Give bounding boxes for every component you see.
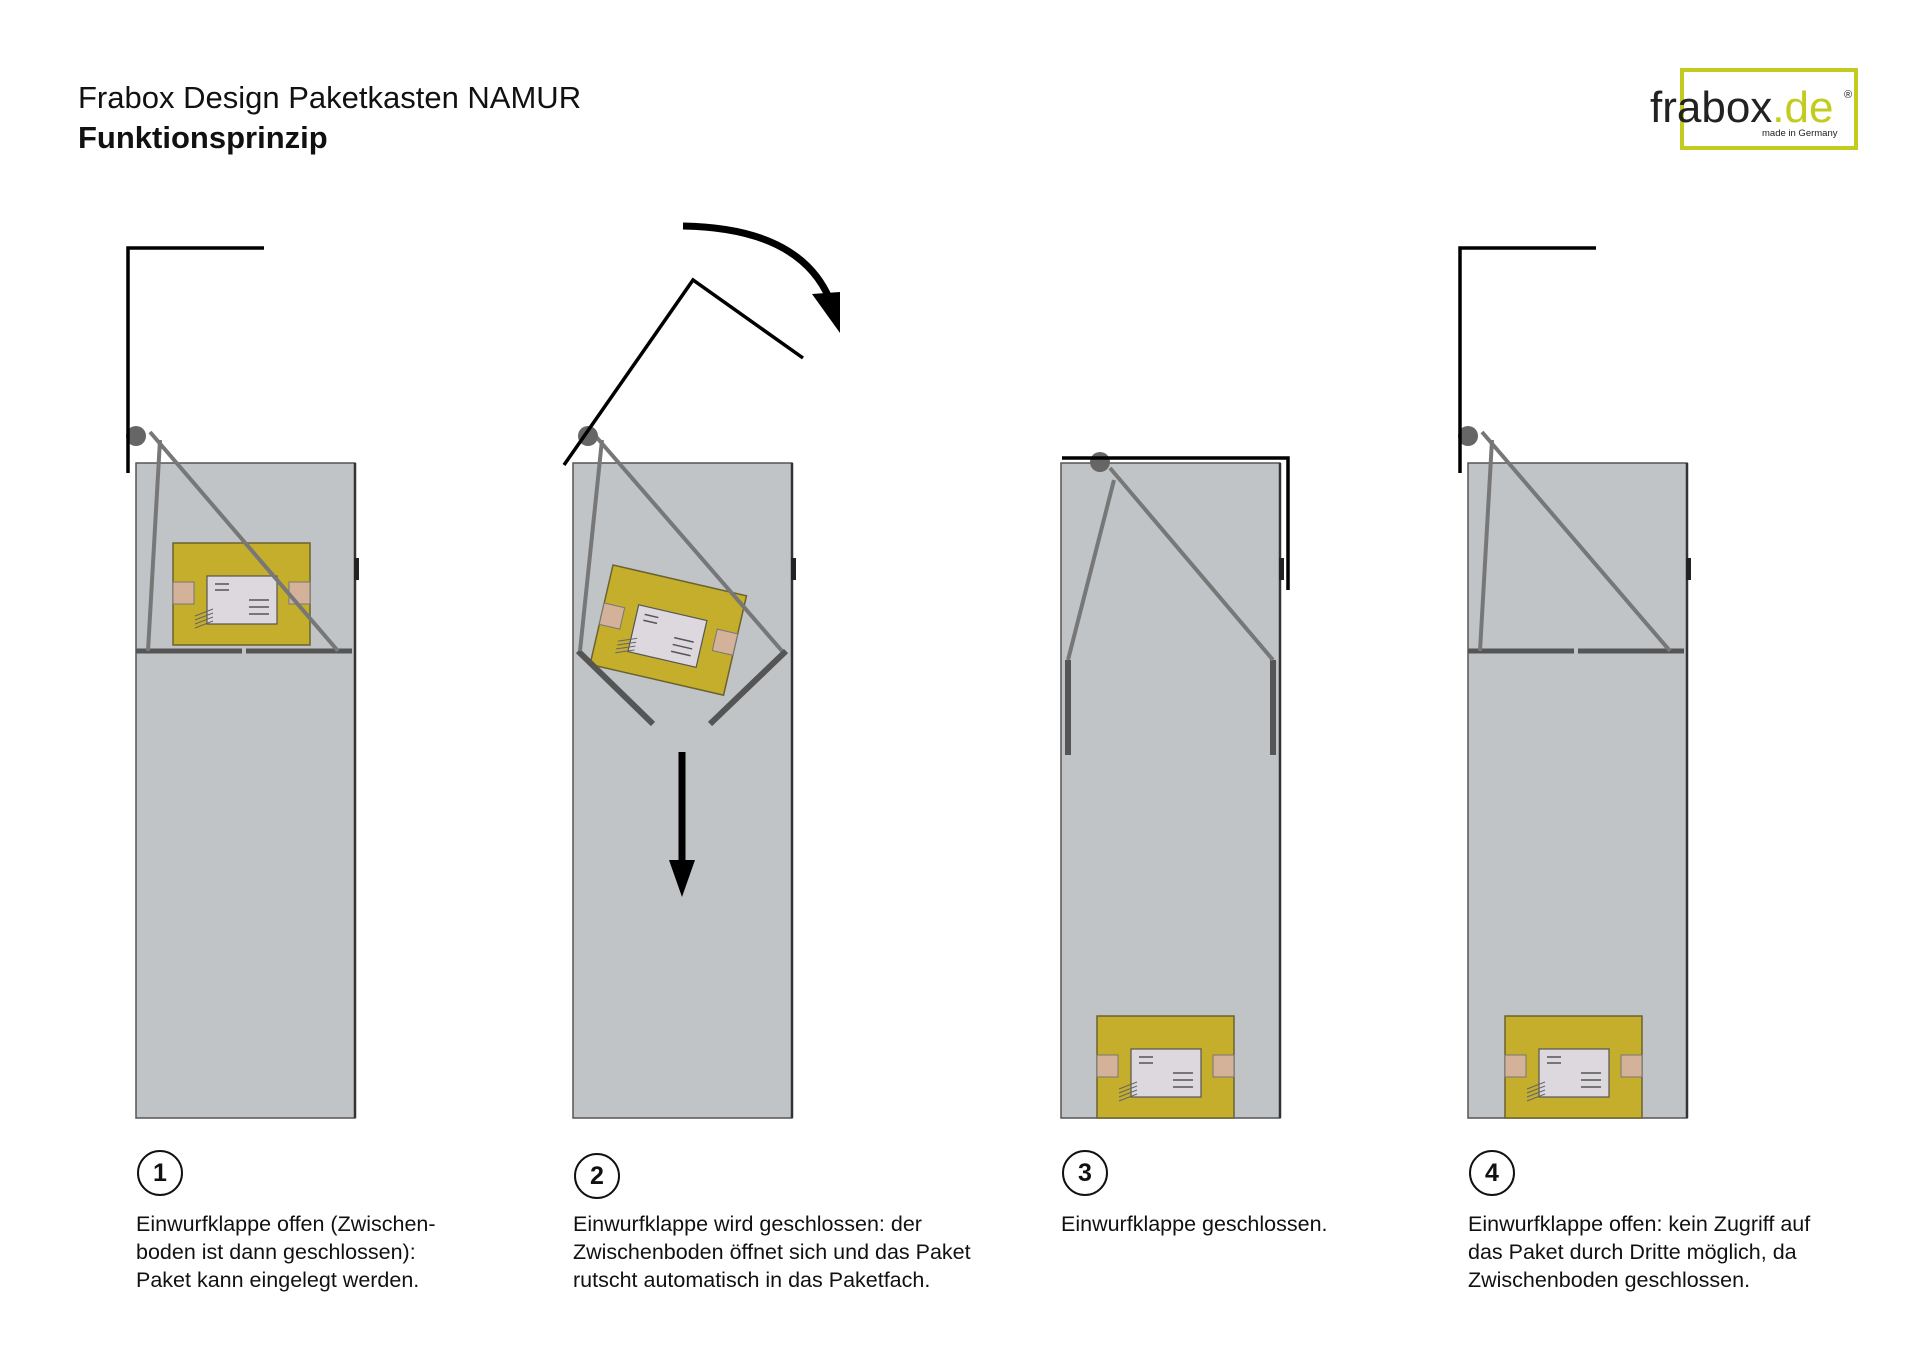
parcel-in-compartment [1096,1015,1235,1119]
insert-flap-closing [562,277,805,467]
frabox-logo: frabox.de ® made in Germany [1650,68,1862,152]
step-1-caption: Einwurfklappe offen (Zwischen- boden ist… [136,1212,436,1292]
hinge [1090,452,1110,472]
intermediate-floor-right [707,648,789,727]
step-2-illustration [562,222,840,1119]
step-4-illustration [1458,246,1691,1119]
page-subtitle: Funktionsprinzip [78,120,328,155]
parcel-in-compartment [1504,1015,1643,1119]
hinge [126,426,146,446]
svg-text:®: ® [1844,89,1852,101]
step-4-caption: Einwurfklappe offen: kein Zugriff auf da… [1468,1212,1811,1292]
insert-flap-open [1458,246,1596,473]
svg-text:frabox.de: frabox.de [1650,83,1833,132]
step-2-number: 2 [574,1153,620,1199]
linkage-rod [1478,439,1494,652]
linkage-rod [146,439,162,652]
intermediate-floor-left [575,648,656,727]
page-title: Frabox Design Paketkasten NAMUR [78,80,582,115]
insert-flap-closed [1062,456,1290,590]
step-3-caption: Einwurfklappe geschlossen. [1061,1212,1328,1236]
closing-arrow [682,222,834,302]
linkage-rod [1066,479,1116,661]
box-body [1467,462,1688,1119]
step-3-illustration [1060,452,1290,1119]
hinge [1458,426,1478,446]
step-2-caption: Einwurfklappe wird geschlossen: der Zwis… [573,1212,971,1292]
step-1-illustration [126,246,359,1119]
svg-text:made in Germany: made in Germany [1762,128,1838,139]
linkage-rod [578,439,604,652]
hinge [578,426,598,446]
insert-flap-open [126,246,264,473]
step-1-number: 1 [137,1150,183,1196]
step-3-number: 3 [1062,1150,1108,1196]
step-4-number: 4 [1469,1150,1515,1196]
